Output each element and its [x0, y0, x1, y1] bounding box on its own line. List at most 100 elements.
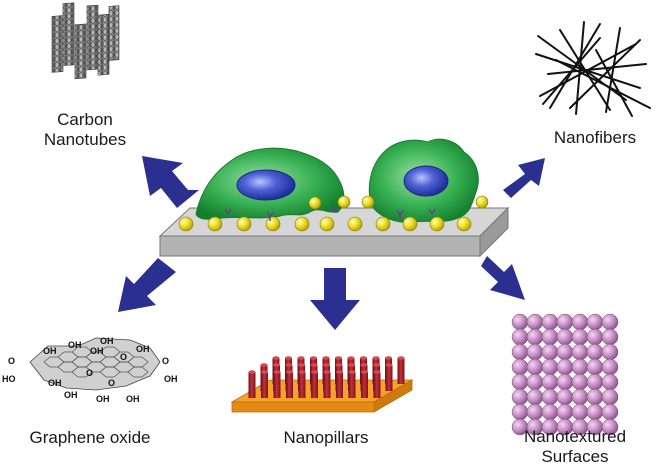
sphere: [556, 403, 574, 421]
bead: [402, 216, 418, 232]
sphere: [571, 343, 589, 361]
receptors: [224, 206, 436, 221]
nanotextured-illustration: [511, 313, 619, 436]
graphene-sheet: [29, 337, 161, 391]
bead-row: [178, 195, 489, 232]
label-carbon-nanotubes-line1: Carbon: [57, 110, 113, 129]
cell-left: [195, 147, 345, 220]
group-o: O: [120, 352, 127, 362]
sphere: [541, 328, 559, 346]
label-nanopillars: Nanopillars: [283, 428, 369, 447]
pillar: [261, 370, 268, 398]
sphere: [526, 373, 544, 391]
nucleus-right: [403, 165, 449, 197]
group-o: O: [86, 368, 93, 378]
bead: [347, 216, 363, 232]
group-oh: OH: [96, 394, 110, 404]
label-carbon-nanotubes-line2: Nanotubes: [43, 130, 127, 149]
label-graphene-oxide: Graphene oxide: [29, 428, 151, 447]
sphere: [526, 328, 544, 346]
label-nanofibers: Nanofibers: [553, 128, 637, 147]
sphere: [601, 313, 619, 331]
arrow-to-nanotextured: [481, 256, 525, 300]
bead: [429, 216, 445, 232]
group-oh: OH: [164, 374, 178, 384]
group-oh: OH: [126, 394, 140, 404]
slab-front: [159, 235, 481, 257]
pillar: [298, 370, 306, 398]
nucleus-left: [236, 169, 296, 201]
carbon-nanotubes-illustration: [51, 2, 120, 80]
sphere: [556, 313, 574, 331]
group-oh: OH: [68, 340, 82, 350]
graphene-oxide-illustration: OH OH OH OH O O OH O OH OH OH OH O OH O …: [2, 336, 178, 404]
bead: [375, 216, 391, 232]
group-oh: OH: [100, 336, 114, 346]
functional-groups: OH OH OH OH O O OH O OH OH OH OH O OH O …: [2, 336, 178, 404]
sphere: [511, 328, 529, 346]
arrow-to-graphene-oxide: [118, 258, 176, 312]
label-nanotextured-surfaces: Nanotextured Surfaces: [500, 427, 650, 467]
sphere: [586, 403, 604, 421]
sphere: [511, 313, 529, 331]
sphere: [541, 403, 559, 421]
cell-right: [368, 138, 479, 223]
arrows: [118, 156, 545, 330]
pillar: [373, 370, 381, 398]
sphere: [511, 343, 529, 361]
sphere: [541, 388, 559, 406]
sphere: [541, 373, 559, 391]
group-oh: OH: [48, 378, 62, 388]
sphere: [526, 358, 544, 376]
sphere: [541, 358, 559, 376]
pillar: [348, 370, 356, 398]
bead: [308, 196, 322, 210]
pillar-base-side: [373, 379, 413, 413]
bead: [294, 216, 310, 232]
sphere: [556, 373, 574, 391]
pillar: [248, 370, 256, 398]
sphere: [526, 343, 544, 361]
sphere: [571, 328, 589, 346]
group-o: O: [108, 378, 115, 388]
pillar: [336, 370, 343, 398]
label-nanotextured-line2: Surfaces: [541, 447, 609, 466]
pillar: [385, 363, 393, 391]
sphere: [571, 388, 589, 406]
bead: [337, 195, 351, 209]
sphere: [601, 388, 619, 406]
group-oh: OH: [64, 390, 78, 400]
pillar: [273, 370, 281, 398]
group-o: O: [8, 356, 15, 366]
pillar: [286, 370, 293, 398]
sphere-grid: [511, 313, 619, 436]
pillar-base-front: [231, 401, 375, 413]
group-ho: HO: [2, 374, 16, 384]
group-oh: OH: [90, 346, 104, 356]
sphere: [541, 343, 559, 361]
bead: [236, 216, 252, 232]
sphere: [601, 373, 619, 391]
nanopillars-illustration: [230, 356, 414, 413]
sphere: [586, 358, 604, 376]
sphere: [571, 358, 589, 376]
hexagon-mesh: [43, 346, 149, 378]
sphere: [571, 373, 589, 391]
bead: [456, 216, 472, 232]
sphere: [556, 358, 574, 376]
sphere: [586, 343, 604, 361]
bead: [265, 216, 281, 232]
sphere: [511, 388, 529, 406]
pillar-array: [248, 356, 405, 398]
sphere: [511, 358, 529, 376]
sphere: [571, 313, 589, 331]
group-o: O: [162, 356, 169, 366]
sphere: [556, 343, 574, 361]
slab-side: [479, 206, 509, 258]
bead: [319, 216, 335, 232]
sphere: [511, 403, 529, 421]
sphere: [586, 373, 604, 391]
sphere: [601, 328, 619, 346]
sphere: [556, 388, 574, 406]
